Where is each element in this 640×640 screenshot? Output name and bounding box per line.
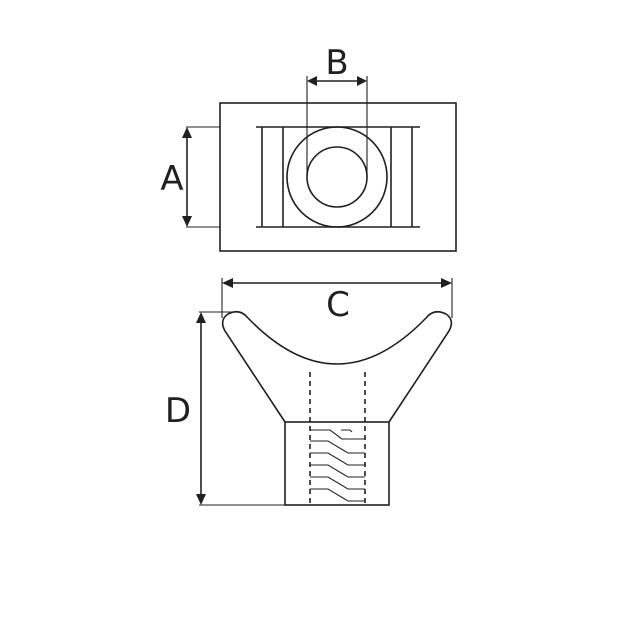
saddle-outline xyxy=(221,310,453,423)
dimension-c: C xyxy=(221,278,453,325)
dimension-label-d: D xyxy=(165,391,191,431)
c-arrow-right-icon xyxy=(441,278,452,288)
dimension-a: A xyxy=(160,126,220,228)
front-view xyxy=(221,310,453,506)
dimension-label-b: B xyxy=(325,43,348,83)
thread-lines xyxy=(310,429,365,502)
top-view-outline xyxy=(219,102,457,252)
dimension-label-a: A xyxy=(160,159,183,199)
threaded-base xyxy=(284,421,390,506)
b-arrow-right-icon xyxy=(357,76,367,86)
a-arrow-bottom-icon xyxy=(182,216,192,227)
b-arrow-left-icon xyxy=(307,76,317,86)
c-arrow-left-icon xyxy=(222,278,233,288)
ring-inner-hole xyxy=(306,146,368,208)
dimension-label-c: C xyxy=(326,285,350,325)
d-arrow-top-icon xyxy=(196,312,206,323)
a-arrow-top-icon xyxy=(182,127,192,138)
top-view xyxy=(219,102,457,252)
dimension-b: B xyxy=(306,43,368,177)
dimension-d: D xyxy=(165,311,285,506)
ring-outer xyxy=(286,126,388,228)
d-arrow-bottom-icon xyxy=(196,494,206,505)
